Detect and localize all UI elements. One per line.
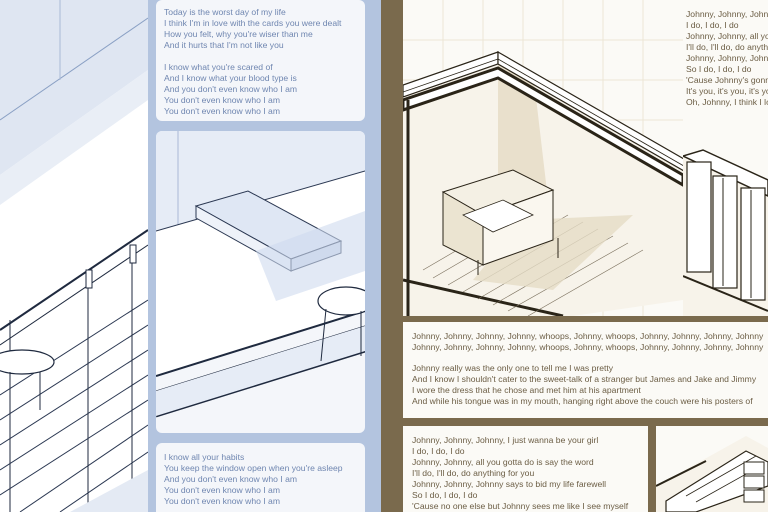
lyric-line: You don't even know who I am: [164, 496, 280, 506]
lyric-line: And it hurts that I'm not like you: [164, 40, 284, 50]
lyric-line: And while his tongue was in my mouth, ha…: [412, 396, 753, 406]
isometric-window-illustration: [683, 149, 768, 316]
lyric-line: I do, I do, I do: [412, 446, 465, 456]
lyric-line: Johnny, Johnny, Johnny, Johnny, whoops, …: [412, 331, 764, 341]
lyric-line: How you felt, why you're wiser than me: [164, 29, 313, 39]
lyric-line: Johnny, Johnny, Johnny says to bid my li…: [686, 53, 768, 63]
lyrics-card-bottom: I know all your habits You keep the wind…: [156, 443, 365, 512]
isometric-cabinet-illustration: [656, 436, 768, 512]
lyric-line: And you don't even know who I am: [164, 84, 298, 94]
lyric-line: So I do, I do, I do: [412, 490, 478, 500]
lyric-line: I do, I do, I do: [686, 20, 739, 30]
lyric-line: I know all your habits: [164, 452, 245, 462]
lyric-line: I'll do, I'll do, do anything for you: [412, 468, 535, 478]
lyric-line: Johnny, Johnny, Johnny, I just wanna be …: [412, 435, 599, 445]
lyric-line: You don't even know who I am: [164, 106, 280, 116]
lyrics-card-middle: Johnny, Johnny, Johnny, Johnny, whoops, …: [403, 322, 768, 418]
lyric-line: And I know what your blood type is: [164, 73, 297, 83]
lyric-line: And I know I shouldn't cater to the swee…: [412, 374, 757, 384]
lyric-line: You keep the window open when you're asl…: [164, 463, 343, 473]
bench-illustration-card: [156, 131, 365, 433]
lyrics-card-top-right: Johnny, Johnny, Johnny, Johnny I do, I d…: [683, 0, 768, 316]
lyric-line: I'll do, I'll do, do anything for you: [686, 42, 768, 52]
lyric-line: Johnny, Johnny, all you gotta do is say …: [686, 31, 768, 41]
lyric-line: I know what you're scared of: [164, 62, 273, 72]
lyric-line: You don't even know who I am: [164, 485, 280, 495]
lyric-line: Johnny, Johnny, Johnny, Johnny, whoops, …: [412, 342, 764, 352]
lyric-line: Johnny, Johnny, Johnny says to bid my li…: [412, 479, 607, 489]
cabinet-illustration-card: [656, 426, 768, 512]
lyric-line: Oh, Johnny, I think I love you: [686, 97, 768, 107]
lyric-line: You don't even know who I am: [164, 95, 280, 105]
lyric-line: Johnny, Johnny, all you gotta do is say …: [412, 457, 594, 467]
lyric-line: Johnny really was the only one to tell m…: [412, 363, 614, 373]
attic-illustration-card: [403, 0, 683, 316]
center-divider: [381, 0, 403, 512]
lyric-line: 'Cause Johnny's gonna take me home: [686, 75, 768, 85]
lyric-line: 'Cause no one else but Johnny sees me li…: [412, 501, 629, 511]
blue-frame: Today is the worst day of my life I thin…: [148, 0, 381, 512]
lyric-line: I wore the dress that he chose and met h…: [412, 385, 641, 395]
lyric-line: Today is the worst day of my life: [164, 7, 286, 17]
lyric-line: It's you, it's you, it's you: [686, 86, 768, 96]
brown-frame: Johnny, Johnny, Johnny, Johnny I do, I d…: [403, 0, 768, 512]
lyric-line: I think I'm in love with the cards you w…: [164, 18, 342, 28]
lyric-gap: [412, 353, 768, 363]
lyric-line: [164, 51, 357, 62]
lyric-line: And you don't even know who I am: [164, 474, 298, 484]
lyrics-card-bottom-right: Johnny, Johnny, Johnny, I just wanna be …: [403, 426, 648, 512]
balcony-illustration-panel: [0, 0, 148, 512]
isometric-bench-illustration: [156, 131, 365, 418]
isometric-balcony-illustration: [0, 0, 148, 512]
lyrics-card-top: Today is the worst day of my life I thin…: [156, 0, 365, 121]
isometric-attic-illustration: [403, 0, 683, 316]
lyric-line: So I do, I do, I do: [686, 64, 752, 74]
lyric-line: Johnny, Johnny, Johnny, Johnny: [686, 9, 768, 19]
